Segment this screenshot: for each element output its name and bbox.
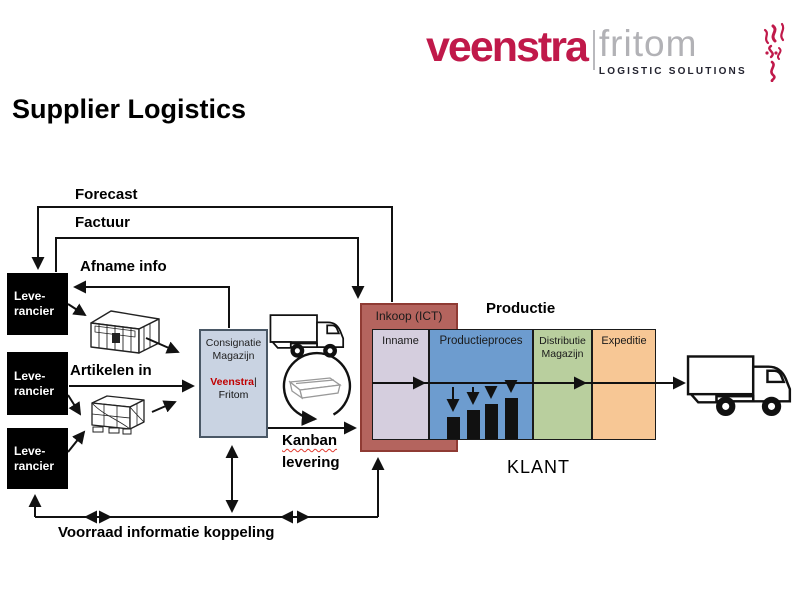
kanban-tray-image (288, 377, 342, 400)
logo-fritom-block: fritom LOGISTIC SOLUTIONS (598, 23, 747, 78)
production-bars (447, 398, 518, 439)
supplier2-line2: rancier (14, 383, 55, 398)
supplier1-to-container-arrow (67, 303, 87, 317)
consignatie-line1: Consignatie (205, 337, 262, 349)
forecast-arrow (31, 206, 393, 302)
factuur-arrow (55, 237, 365, 299)
stage-expeditie-label: Expeditie (601, 335, 647, 347)
container-to-consignatie-arrow (145, 337, 180, 354)
supplier3-line1: Leve- (14, 443, 46, 458)
stage-magazijn-label: Magazijn (541, 348, 584, 360)
consignatie-brand2: Fritom (218, 389, 249, 401)
stage-distributie-label: Distributie (539, 335, 586, 347)
expeditie-truck-image (686, 355, 792, 417)
supplier-box-2: Leve- rancier (7, 352, 68, 415)
supplier1-line2: rancier (14, 304, 55, 318)
levering-label: levering (282, 454, 340, 471)
supplier1-line1: Leve- (14, 289, 46, 303)
consignatie-box: Consignatie Magazijn Veenstra| Fritom (199, 329, 268, 438)
supplier2-to-crate-arrow (67, 394, 82, 416)
logo-divider (592, 30, 595, 70)
flame-icon (763, 22, 785, 82)
company-logo: veenstra fritom LOGISTIC SOLUTIONS (426, 22, 791, 82)
supplier-box-1: Leve- rancier (7, 273, 68, 335)
inkoop-label: Inkoop (ICT) (375, 309, 443, 323)
supplier3-to-crate-arrow (67, 430, 86, 453)
artikelen-in-label: Artikelen in (70, 362, 152, 379)
factuur-label: Factuur (75, 214, 131, 231)
container-image (90, 310, 160, 354)
consignatie-line2: Magazijn (212, 350, 255, 362)
stage-expeditie: Expeditie (592, 329, 656, 440)
stage-productieproces-label: Productieproces (439, 335, 523, 347)
crate-image (91, 395, 145, 435)
logo-tagline: LOGISTIC SOLUTIONS (598, 66, 747, 77)
kanban-cycle-arrow (282, 351, 352, 426)
supplier3-line2: rancier (14, 458, 55, 473)
logo-fritom-text: fritom (598, 23, 698, 64)
afname-info-arrow (73, 280, 230, 328)
page-title: Supplier Logistics (12, 94, 247, 124)
productie-label: Productie (486, 300, 556, 317)
logo-veenstra-text: veenstra (426, 23, 589, 71)
kanban-truck-image (269, 314, 345, 358)
consignatie-brand: Veenstra (210, 376, 255, 388)
afname-info-label: Afname info (80, 258, 167, 275)
klant-label: KLANT (507, 457, 571, 477)
forecast-label: Forecast (75, 186, 138, 203)
supplier2-line1: Leve- (14, 368, 46, 383)
crate-to-consignatie-arrow (151, 400, 177, 413)
consignatie-brand-separator: | (254, 376, 257, 388)
kanban-label: Kanban (282, 432, 338, 449)
stage-inname-label: Inname (382, 335, 419, 347)
voorraad-label: Voorraad informatie koppeling (58, 524, 275, 541)
supplier-box-3: Leve- rancier (7, 428, 68, 489)
